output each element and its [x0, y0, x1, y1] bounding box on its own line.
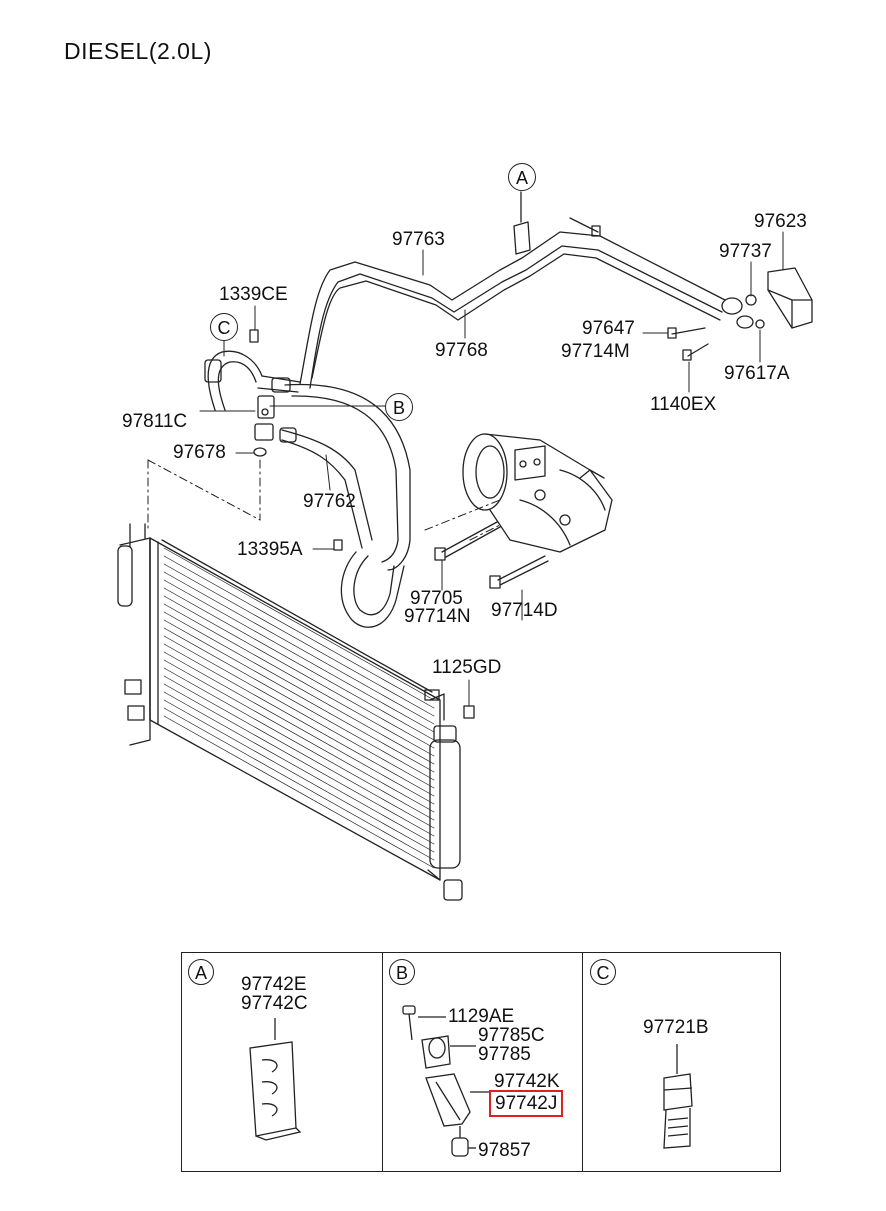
part-label-97857[interactable]: 97857 [478, 1140, 531, 1161]
detail-a-clip [249, 1018, 302, 1141]
part-label-97742k[interactable]: 97742K [494, 1071, 560, 1092]
part-label-13395a[interactable]: 13395A [237, 539, 303, 560]
bolt-1125gd [463, 705, 475, 719]
part-label-1129ae[interactable]: 1129AE [448, 1006, 515, 1027]
part-label-97742j-highlighted[interactable]: 97742J [488, 1090, 564, 1117]
part-label-97785[interactable]: 97785 [478, 1044, 531, 1065]
part-label-97811c[interactable]: 97811C [122, 411, 188, 432]
part-label-97721b[interactable]: 97721B [643, 1017, 709, 1038]
bolt-top [569, 217, 601, 237]
nut-13395a [333, 539, 343, 551]
page-title: DIESEL(2.0L) [64, 38, 212, 64]
part-label-97742e[interactable]: 97742E [241, 974, 307, 995]
detail-b-letter: B [389, 959, 415, 985]
condenser [117, 523, 463, 901]
part-label-97714m[interactable]: 97714M [561, 341, 630, 362]
bolt-97647 [667, 327, 706, 339]
callout-c[interactable]: C [210, 313, 238, 341]
hose-c-loop [204, 350, 301, 411]
oring-97678 [253, 447, 267, 457]
part-label-97768[interactable]: 97768 [435, 340, 488, 361]
nut-1339ce [249, 329, 259, 343]
part-label-97705[interactable]: 97705 [410, 588, 463, 609]
hose-97763 [299, 231, 726, 389]
bolt-97705 [434, 521, 501, 561]
compressor [462, 433, 613, 553]
part-label-97737[interactable]: 97737 [719, 241, 772, 262]
callout-a[interactable]: A [508, 163, 536, 191]
detail-c-letter: C [590, 959, 616, 985]
part-label-1125gd[interactable]: 1125GD [432, 657, 502, 678]
part-label-97617a[interactable]: 97617A [724, 363, 790, 384]
bolt-1140ex [682, 343, 709, 361]
part-label-97762[interactable]: 97762 [303, 491, 356, 512]
part-label-97714d[interactable]: 97714D [491, 600, 558, 621]
part-label-1140ex[interactable]: 1140EX [650, 394, 717, 415]
bolt-97714d [489, 555, 549, 589]
part-label-97647[interactable]: 97647 [582, 318, 635, 339]
part-label-97742c[interactable]: 97742C [241, 993, 308, 1014]
part-label-97678[interactable]: 97678 [173, 442, 226, 463]
detail-c-switch [663, 1044, 693, 1149]
part-label-1339ce[interactable]: 1339CE [219, 284, 288, 305]
hose-97762 [281, 383, 411, 628]
detail-b-bracket [402, 1005, 490, 1157]
callout-b[interactable]: B [385, 393, 413, 421]
fitting-97623 [721, 267, 813, 329]
part-label-97714n[interactable]: 97714N [404, 606, 471, 627]
part-label-97763[interactable]: 97763 [392, 229, 445, 250]
part-label-97785c[interactable]: 97785C [478, 1025, 545, 1046]
fitting-97811c [254, 377, 297, 443]
detail-a-letter: A [188, 959, 214, 985]
clip-a [513, 221, 531, 255]
part-label-97623[interactable]: 97623 [754, 211, 807, 232]
detail-panel-c [582, 952, 781, 1172]
